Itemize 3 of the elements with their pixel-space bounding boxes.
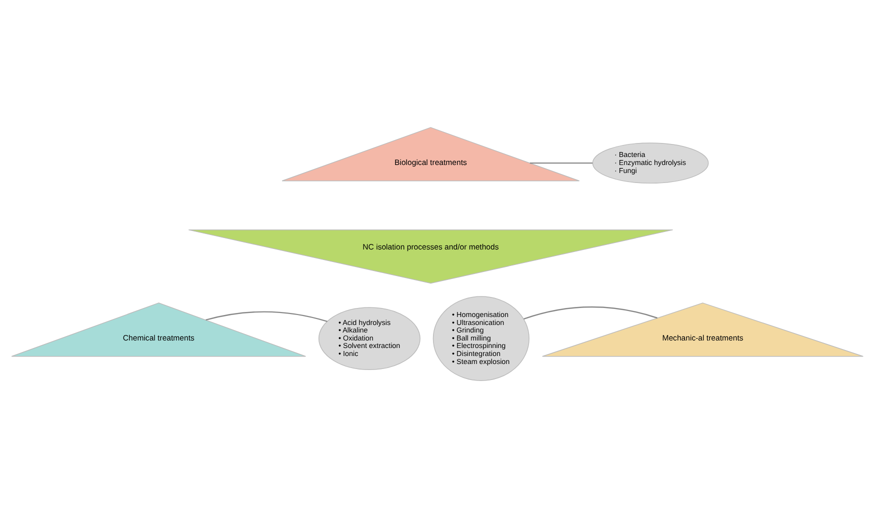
connector	[523, 306, 657, 320]
connector	[529, 162, 592, 164]
connector	[205, 311, 327, 322]
